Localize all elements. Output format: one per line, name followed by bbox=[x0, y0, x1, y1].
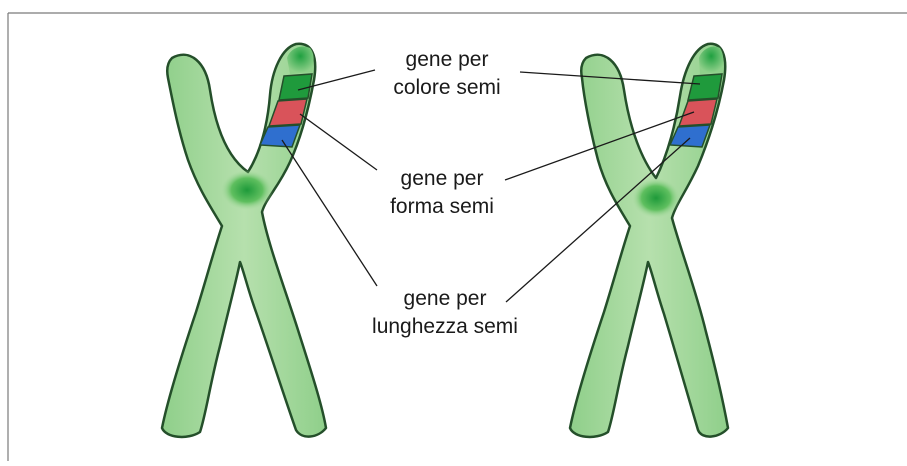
label-seed-color-gene-line1: gene per bbox=[383, 46, 511, 74]
leader-length-left bbox=[282, 140, 377, 286]
leader-shape-left bbox=[300, 114, 377, 170]
left-centromere bbox=[221, 170, 273, 210]
label-seed-length-gene-line2: lunghezza semi bbox=[360, 313, 530, 341]
label-seed-length-gene: gene per lunghezza semi bbox=[360, 285, 530, 341]
right-gene-color-band bbox=[688, 74, 722, 100]
left-chromosome bbox=[162, 44, 326, 437]
label-seed-color-gene-line2: colore semi bbox=[383, 74, 511, 102]
label-seed-shape-gene-line2: forma semi bbox=[383, 193, 501, 221]
right-chromosome bbox=[570, 44, 728, 437]
label-seed-shape-gene-line1: gene per bbox=[383, 165, 501, 193]
label-seed-color-gene: gene per colore semi bbox=[383, 46, 511, 102]
label-seed-length-gene-line1: gene per bbox=[360, 285, 530, 313]
label-seed-shape-gene: gene per forma semi bbox=[383, 165, 501, 221]
